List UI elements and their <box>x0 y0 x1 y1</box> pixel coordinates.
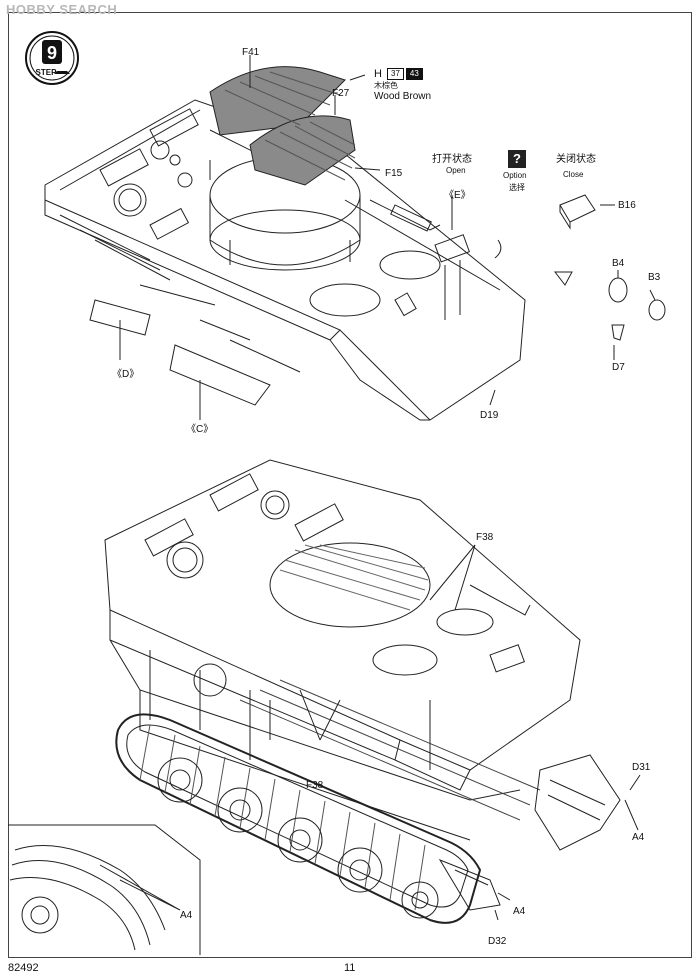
part-label-c: 《C》 <box>186 424 214 435</box>
page-frame <box>8 12 692 958</box>
close-state-cn: 关闭状态 <box>556 154 596 165</box>
step-number: 9 <box>47 43 57 63</box>
option-question-icon: ? <box>508 150 526 168</box>
kit-code: 82492 <box>8 962 39 974</box>
part-label-a4-right: A4 <box>632 832 645 843</box>
part-label-d32: D32 <box>488 936 507 947</box>
step-badge: 9 STEP <box>25 31 79 85</box>
step-label: STEP <box>36 68 58 77</box>
part-label-f41: F41 <box>242 47 260 58</box>
paint-name-en: Wood Brown <box>374 91 432 103</box>
tank-icon <box>54 71 70 74</box>
part-label-f38-top: F38 <box>476 532 494 543</box>
paint-code-2: 43 <box>405 68 423 81</box>
part-label-a4-inset: A4 <box>180 910 193 921</box>
option-label-cn: 选择 <box>509 183 525 192</box>
part-label-d7: D7 <box>612 362 625 373</box>
part-label-d19: D19 <box>480 410 499 421</box>
part-label-e: 《E》 <box>444 190 471 201</box>
part-label-f27: F27 <box>332 88 350 99</box>
part-label-d31: D31 <box>632 762 651 773</box>
open-state-en: Open <box>446 166 466 175</box>
close-state-en: Close <box>563 170 584 179</box>
part-label-a4-mid: A4 <box>513 906 526 917</box>
paint-prefix: H <box>374 68 382 80</box>
page-number: 11 <box>344 962 356 974</box>
paint-code-1: 37 <box>387 68 404 81</box>
part-label-d: 《D》 <box>112 369 140 380</box>
part-label-b3: B3 <box>648 272 661 283</box>
option-label-en: Option <box>503 171 527 180</box>
hobby-search-watermark: HOBBY SEARCH <box>6 2 117 17</box>
part-label-b16: B16 <box>618 200 636 211</box>
part-label-f38-bottom: F38 <box>306 780 324 791</box>
part-label-b4: B4 <box>612 258 625 269</box>
paint-name-cn: 木棕色 <box>374 81 398 91</box>
part-label-f15: F15 <box>385 168 403 179</box>
watermark-text: HOBBY SEARCH <box>6 2 118 17</box>
open-state-cn: 打开状态 <box>432 154 472 165</box>
